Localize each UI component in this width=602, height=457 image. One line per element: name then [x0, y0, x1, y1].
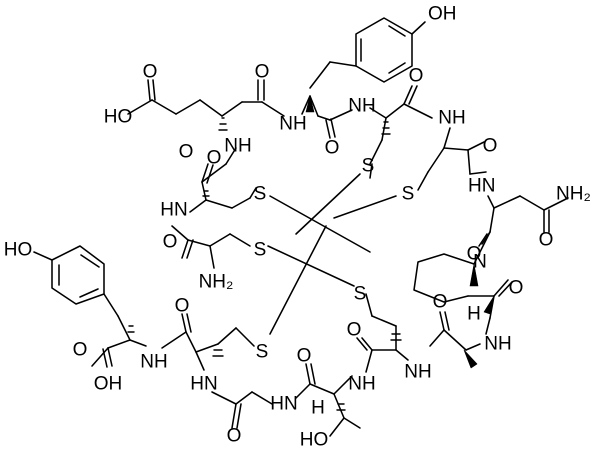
bond-skeleton [33, 17, 569, 437]
hydroxyl-label: OH [94, 374, 123, 395]
carbonyl-oxygen-label: O [73, 340, 88, 361]
carbonyl-oxygen-label: O [325, 138, 340, 159]
hydroxyl-label: OH [428, 4, 457, 25]
carbonyl-oxygen-label: O [347, 320, 362, 341]
carbonyl-oxygen-label: O [179, 142, 194, 163]
stereo-hashes [127, 117, 402, 411]
carbonyl-oxygen-label: O [207, 148, 222, 169]
carbonyl-oxygen-label: O [539, 230, 554, 251]
sulfur-label: S [354, 284, 367, 305]
sulfur-label: S [402, 184, 415, 205]
carbonyl-oxygen-label: O [297, 346, 312, 367]
carbonyl-oxygen-label: O [227, 426, 242, 447]
amide-nh-label: NH [404, 362, 431, 383]
amide-nh-label: NH [140, 352, 167, 373]
amide-hn-label: HN [270, 394, 297, 415]
sulfur-label: S [254, 240, 267, 261]
amide-nh-label: NH [438, 108, 465, 129]
sulfur-label: S [362, 156, 375, 177]
sulfur-label: S [254, 184, 267, 205]
hydroxyl-label: HO [104, 107, 133, 128]
atom-labels: OH O HO O NH NH O O NH O NH O HN NH₂ O O… [4, 4, 591, 451]
carbonyl-oxygen-label: O [433, 292, 448, 313]
amide-hn-label: HN [468, 176, 495, 197]
stereo-h-label: H [467, 304, 481, 325]
carbonyl-oxygen-label: O [143, 62, 158, 83]
amide-nh-label: NH [348, 96, 375, 117]
carbonyl-oxygen-label: O [483, 136, 498, 157]
amide-nh-label: NH [279, 114, 306, 135]
carbonyl-oxygen-label: O [509, 278, 524, 299]
amide-hn-label: HN [190, 374, 217, 395]
carbonyl-oxygen-label: O [175, 296, 190, 317]
carbonyl-oxygen-label: O [255, 62, 270, 83]
amine-nh2-label: NH₂ [556, 184, 591, 205]
stereo-wedges [305, 95, 495, 369]
amide-nh-label: NH [484, 334, 511, 355]
carbonyl-oxygen-label: O [409, 66, 424, 87]
proline-n-label: N [473, 252, 487, 273]
carbonyl-oxygen-label: O [467, 244, 482, 265]
stereo-h-label: H [311, 398, 325, 419]
amide-nh-label: NH [224, 136, 251, 157]
amine-nh2-label: NH₂ [199, 272, 234, 293]
sulfur-label: S [256, 342, 269, 363]
hydroxyl-label: HO [300, 430, 329, 451]
amide-hn-label: HN [160, 200, 187, 221]
carbonyl-oxygen-label: O [163, 232, 178, 253]
amide-nh-label: NH [348, 374, 375, 395]
hydroxyl-label: HO [4, 240, 33, 261]
